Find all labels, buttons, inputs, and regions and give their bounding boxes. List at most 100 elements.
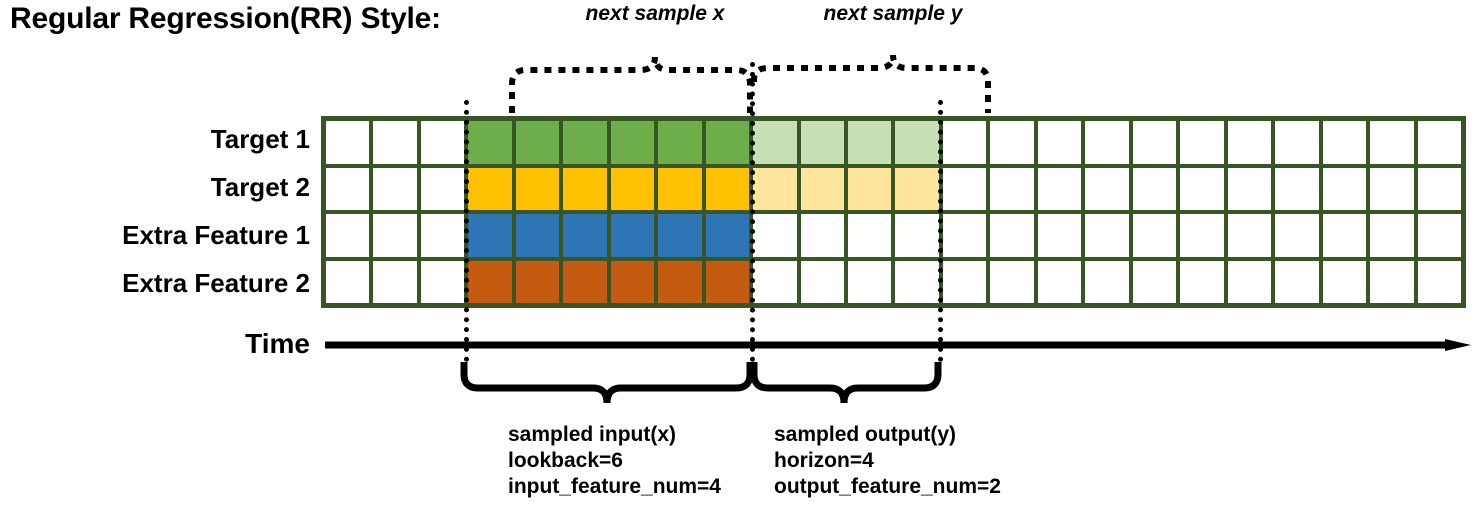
grid-cell-empty: [1227, 260, 1272, 303]
grid-cell-empty: [1085, 121, 1129, 164]
grid-cell-empty: [1417, 167, 1461, 210]
grid-cell-empty: [848, 260, 892, 303]
grid-cell-empty: [1370, 260, 1414, 303]
grid-cell-empty: [420, 167, 465, 210]
sampled-output-line-2: output_feature_num=2: [774, 475, 1001, 498]
grid-cell-input: [705, 167, 750, 210]
brace-sampled-input: [460, 362, 754, 404]
row-label-extra-feature-1: Extra Feature 1: [122, 220, 310, 250]
grid-cell-empty: [1180, 121, 1224, 164]
grid-cell-input: [515, 121, 560, 164]
row-label-extra-feature-2: Extra Feature 2: [122, 268, 310, 298]
grid-cell-output: [753, 121, 797, 164]
grid-cell-empty: [1417, 214, 1461, 257]
grid-cell-empty: [1275, 167, 1319, 210]
grid-cell-empty: [326, 260, 370, 303]
grid-cell-empty: [1180, 214, 1224, 257]
grid-cell-empty: [942, 121, 987, 164]
grid-cell-empty: [1227, 214, 1272, 257]
grid-cell-input: [658, 167, 702, 210]
grid-cell-empty: [1037, 260, 1082, 303]
dotted-brace-next-sample-y: [751, 54, 991, 113]
grid-cell-empty: [1417, 121, 1461, 164]
grid-cell-empty: [1370, 214, 1414, 257]
grid-cell-empty: [990, 167, 1034, 210]
grid-cell-input: [705, 121, 750, 164]
grid-cell-output: [848, 121, 892, 164]
grid-cell-empty: [326, 121, 370, 164]
grid-cell-empty: [1417, 260, 1461, 303]
grid-cell-empty: [990, 260, 1034, 303]
grid-cell-empty: [420, 121, 465, 164]
grid-cell-empty: [1275, 121, 1319, 164]
grid-cell-empty: [420, 214, 465, 257]
grid-cell-empty: [1037, 167, 1082, 210]
time-axis-arrow: [325, 339, 1471, 351]
grid-cell-empty: [800, 260, 845, 303]
grid-cell-output: [753, 167, 797, 210]
grid-cell-input: [658, 214, 702, 257]
grid-cell-empty: [800, 214, 845, 257]
grid-cell-empty: [420, 260, 465, 303]
grid-cell-input: [563, 167, 607, 210]
grid-cell-input: [468, 121, 512, 164]
sampled-output-line-1: horizon=4: [774, 449, 874, 472]
page-title: Regular Regression(RR) Style:: [10, 2, 441, 35]
grid-cell-empty: [1085, 214, 1129, 257]
annotation-next-sample-y: next sample y: [823, 2, 963, 25]
caption-sampled-output: sampled output(y) horizon=4 output_feature…: [774, 422, 1001, 500]
grid-cell-empty: [1132, 214, 1177, 257]
guide-line-output-end: [938, 100, 943, 362]
grid-cell-empty: [1275, 260, 1319, 303]
grid-cell-input: [515, 260, 560, 303]
time-axis-label: Time: [245, 328, 310, 359]
grid-cell-input: [658, 121, 702, 164]
sampled-input-line-2: input_feature_num=4: [508, 475, 721, 498]
grid-cell-empty: [990, 121, 1034, 164]
grid-cell-empty: [942, 167, 987, 210]
guide-line-input-start: [464, 100, 469, 362]
grid-cell-empty: [1037, 214, 1082, 257]
grid-cell-empty: [1227, 167, 1272, 210]
grid-cell-empty: [942, 260, 987, 303]
grid-cell-empty: [1132, 121, 1177, 164]
grid-cell-output: [848, 167, 892, 210]
sampled-input-line-0: sampled input(x): [508, 423, 677, 446]
grid-cell-empty: [1132, 260, 1177, 303]
grid-cell-input: [468, 214, 512, 257]
grid-cell-input: [515, 214, 560, 257]
annotation-next-sample-x: next sample x: [585, 2, 725, 25]
sampled-output-line-0: sampled output(y): [774, 423, 956, 446]
grid-cell-input: [610, 214, 655, 257]
grid-cell-empty: [1037, 121, 1082, 164]
brace-sampled-output: [750, 362, 942, 404]
grid-cell-empty: [1322, 214, 1367, 257]
grid-cell-output: [895, 121, 939, 164]
grid-cell-empty: [1085, 260, 1129, 303]
sampled-input-line-1: lookback=6: [508, 449, 623, 472]
grid-cell-input: [705, 260, 750, 303]
grid-cell-empty: [373, 214, 417, 257]
row-label-target-1: Target 1: [210, 124, 310, 154]
grid-cell-input: [468, 260, 512, 303]
grid-cell-output: [800, 167, 845, 210]
grid-cell-input: [610, 260, 655, 303]
grid-cell-empty: [895, 260, 939, 303]
grid-cell-input: [658, 260, 702, 303]
grid-cell-empty: [1180, 260, 1224, 303]
grid-cell-empty: [848, 214, 892, 257]
grid-cell-input: [468, 167, 512, 210]
grid-cell-empty: [753, 214, 797, 257]
grid-cell-empty: [1370, 121, 1414, 164]
grid-cell-empty: [326, 214, 370, 257]
grid-cell-empty: [373, 260, 417, 303]
grid-cell-empty: [373, 167, 417, 210]
grid-cell-input: [705, 214, 750, 257]
grid-cell-empty: [373, 121, 417, 164]
grid-cell-empty: [326, 167, 370, 210]
dotted-brace-next-sample-x: [509, 56, 753, 113]
grid-cell-input: [563, 214, 607, 257]
grid-cell-input: [515, 167, 560, 210]
grid-cell-empty: [1275, 214, 1319, 257]
